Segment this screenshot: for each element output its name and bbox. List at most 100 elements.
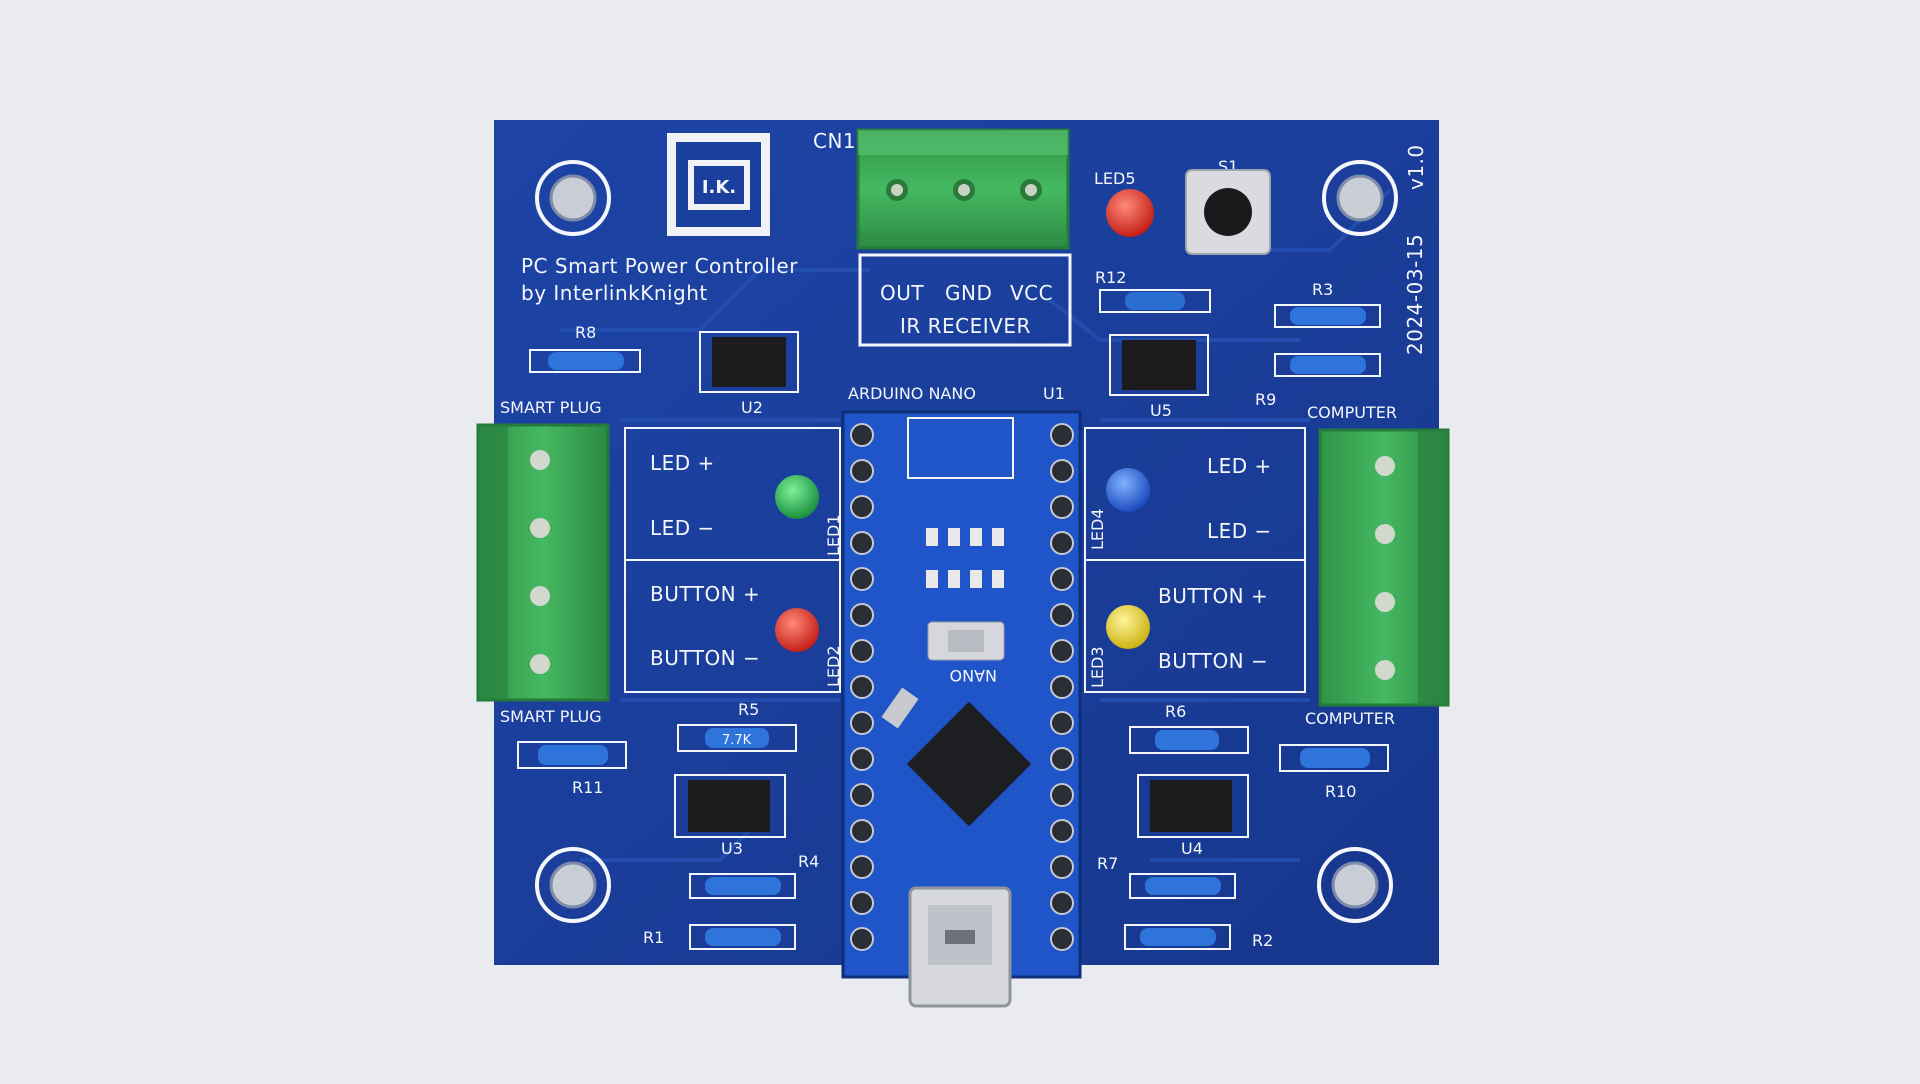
r5-label: R5 <box>738 700 759 719</box>
r2-label: R2 <box>1252 931 1273 950</box>
header-pin <box>850 783 874 807</box>
u2-label: U2 <box>741 398 763 417</box>
ir-receiver-outline <box>858 253 1072 347</box>
computer-top-label: COMPUTER <box>1307 403 1397 422</box>
led5-label: LED5 <box>1094 169 1136 188</box>
r6-resistor <box>1129 726 1249 754</box>
header-pin <box>850 855 874 879</box>
header-pin <box>850 423 874 447</box>
ir-out-label: OUT <box>880 281 924 305</box>
r9-label: R9 <box>1255 390 1276 409</box>
r11-label: R11 <box>572 778 603 797</box>
r3-resistor <box>1274 304 1381 328</box>
u1-label: U1 <box>1043 384 1065 403</box>
header-pin <box>1050 459 1074 483</box>
r8-resistor <box>529 349 641 373</box>
header-pin <box>850 891 874 915</box>
arduino-nano-label: ARDUINO NANO <box>848 384 976 403</box>
led2-label: LED2 <box>824 645 843 687</box>
header-pin <box>850 927 874 951</box>
r8-label: R8 <box>575 323 596 342</box>
right-terminal-block <box>1318 428 1450 707</box>
left-button-minus-label: BUTTON − <box>650 646 760 670</box>
left-button-region <box>624 559 841 693</box>
u4-optocoupler <box>1137 774 1249 838</box>
board-title: PC Smart Power Controller <box>521 254 798 278</box>
ir-receiver-label: IR RECEIVER <box>900 314 1031 338</box>
header-pin <box>1050 747 1074 771</box>
ik-logo: I.K. <box>667 133 770 236</box>
r10-resistor <box>1279 744 1389 772</box>
r1-label: R1 <box>643 928 664 947</box>
header-pin <box>1050 711 1074 735</box>
header-pin <box>850 567 874 591</box>
svg-text:I.K.: I.K. <box>702 177 736 198</box>
board-version: v1.0 <box>1404 144 1428 190</box>
led4-blue <box>1106 468 1150 512</box>
right-button-region <box>1084 559 1306 693</box>
smart-plug-bottom-label: SMART PLUG <box>500 707 602 726</box>
left-terminal-block <box>476 423 610 702</box>
r10-label: R10 <box>1325 782 1356 801</box>
r4-label: R4 <box>798 852 819 871</box>
right-button-minus-label: BUTTON − <box>1158 649 1268 673</box>
r9-resistor <box>1274 353 1381 377</box>
header-pin <box>1050 855 1074 879</box>
r5-resistor: 7.7K <box>677 724 797 752</box>
header-pin <box>850 675 874 699</box>
left-button-plus-label: BUTTON + <box>650 582 760 606</box>
led3-yellow <box>1106 605 1150 649</box>
r11-resistor <box>517 741 627 769</box>
board-date: 2024-03-15 <box>1403 234 1427 355</box>
header-pin <box>850 531 874 555</box>
right-led-plus-label: LED + <box>1207 454 1272 478</box>
led4-label: LED4 <box>1088 508 1107 550</box>
header-pin <box>1050 783 1074 807</box>
left-led-plus-label: LED + <box>650 451 715 475</box>
header-pin <box>1050 819 1074 843</box>
header-pin <box>1050 423 1074 447</box>
r12-resistor <box>1099 289 1211 313</box>
r2-resistor <box>1124 924 1231 950</box>
usb-mini-connector <box>908 886 1012 1008</box>
u5-optocoupler <box>1109 334 1209 396</box>
header-pin <box>1050 495 1074 519</box>
header-pin <box>850 495 874 519</box>
led3-label: LED3 <box>1088 646 1107 688</box>
header-pin <box>1050 927 1074 951</box>
led1-label: LED1 <box>824 514 843 556</box>
header-pin <box>1050 531 1074 555</box>
header-pin <box>1050 891 1074 915</box>
r6-label: R6 <box>1165 702 1186 721</box>
r1-resistor <box>689 924 796 950</box>
computer-bottom-label: COMPUTER <box>1305 709 1395 728</box>
u2-optocoupler <box>699 331 799 393</box>
r3-label: R3 <box>1312 280 1333 299</box>
board-author: by InterlinkKnight <box>521 281 708 305</box>
u5-label: U5 <box>1150 401 1172 420</box>
header-pin <box>850 711 874 735</box>
s1-push-button <box>1185 169 1271 255</box>
arduino-nano-module: NANO <box>841 410 1082 979</box>
r12-label: R12 <box>1095 268 1126 287</box>
r7-label: R7 <box>1097 854 1118 873</box>
header-pin <box>1050 567 1074 591</box>
header-pin <box>850 819 874 843</box>
u3-label: U3 <box>721 839 743 858</box>
cn1-label: CN1 <box>813 129 856 153</box>
u3-optocoupler <box>674 774 786 838</box>
ir-gnd-label: GND <box>945 281 992 305</box>
mounting-holes <box>535 160 1398 923</box>
led1-green <box>775 475 819 519</box>
left-led-minus-label: LED − <box>650 516 715 540</box>
r5-value-marking: 7.7K <box>722 733 752 748</box>
r7-resistor <box>1129 873 1236 899</box>
header-pin <box>850 459 874 483</box>
header-pin <box>850 603 874 627</box>
header-pin <box>850 639 874 663</box>
header-pin <box>850 747 874 771</box>
header-pin <box>1050 675 1074 699</box>
led5-red <box>1106 189 1154 237</box>
